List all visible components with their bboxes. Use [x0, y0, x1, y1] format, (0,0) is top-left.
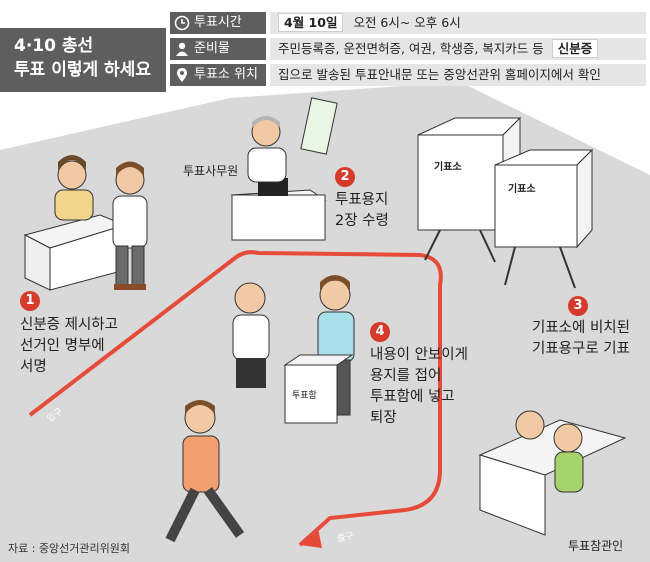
clock-icon — [174, 15, 190, 31]
step-2-text: 투표용지 2장 수령 — [335, 192, 389, 229]
label-observer: 투표참관인 — [568, 539, 624, 553]
clerk-person-2 — [247, 97, 338, 183]
info-label-location: 투표소 위치 — [170, 64, 266, 86]
walking-voter — [165, 400, 245, 543]
info-value-time: 4월 10일 오전 6시~ 오후 6시 — [270, 12, 646, 34]
step-1-number: 1 — [20, 291, 40, 311]
path-arrowhead — [300, 528, 322, 548]
observer-person-center — [232, 282, 270, 388]
id-highlight: 신분증 — [551, 39, 599, 58]
step-1-text: 신분증 제시하고 선거인 명부에 서명 — [20, 317, 118, 375]
date-highlight: 4월 10일 — [278, 13, 344, 32]
id-list: 주민등록증, 운전면허증, 여권, 학생증, 복지카드 등 — [278, 41, 544, 56]
step-4-text: 내용이 안보이게 용지를 접어 투표함에 넣고 퇴장 — [370, 347, 468, 426]
booth-right — [494, 148, 594, 289]
observer-desk — [478, 410, 627, 536]
person-icon — [176, 42, 188, 56]
title-line-1: 4·10 총선 — [14, 36, 94, 56]
voter-person-1 — [112, 161, 148, 290]
step-4-number: 4 — [370, 322, 390, 342]
clerk-person-1 — [54, 155, 94, 221]
label-ballot-box: 투표함 — [292, 391, 317, 401]
step-3-text: 기표소에 비치된 기표용구로 기표 — [532, 320, 630, 357]
info-value-location: 집으로 발송된 투표안내문 또는 중앙선관위 홈페이지에서 확인 — [270, 64, 646, 86]
location-pin-icon — [177, 68, 187, 82]
ballot-desk — [230, 178, 327, 241]
info-row-time: 투표시간 4월 10일 오전 6시~ 오후 6시 — [170, 12, 646, 34]
id-check-desk — [23, 214, 127, 291]
ballot-box — [283, 354, 354, 424]
label-clerk: 투표사무원 — [183, 164, 239, 178]
info-row-location: 투표소 위치 집으로 발송된 투표안내문 또는 중앙선관위 홈페이지에서 확인 — [170, 64, 646, 86]
title-line-2: 투표 이렇게 하세요 — [14, 60, 151, 80]
source-credit: 자료 : 중앙선거관리위원회 — [8, 542, 131, 555]
info-row-items: 준비물 주민등록증, 운전면허증, 여권, 학생증, 복지카드 등 신분증 — [170, 38, 646, 60]
info-label-items: 준비물 — [170, 38, 266, 60]
label-booth-left: 기표소 — [434, 162, 462, 173]
title-box: 4·10 총선 투표 이렇게 하세요 — [0, 28, 166, 92]
step-2-number: 2 — [335, 167, 355, 187]
info-value-items: 주민등록증, 운전면허증, 여권, 학생증, 복지카드 등 신분증 — [270, 38, 646, 60]
step-3-number: 3 — [568, 296, 588, 316]
label-booth-right: 기표소 — [508, 184, 536, 195]
path-line — [28, 250, 443, 547]
time-range: 오전 6시~ 오후 6시 — [353, 15, 461, 30]
info-label-time: 투표시간 — [170, 12, 266, 34]
